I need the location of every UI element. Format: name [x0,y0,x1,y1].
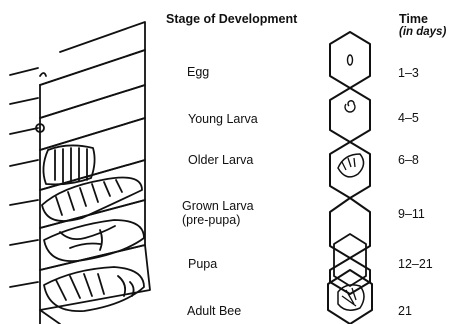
pupa-in-comb [44,220,144,261]
stage-label-pre-pupa: (pre-pupa) [182,214,240,227]
stage-label-adult-bee: Adult Bee [187,305,241,318]
hexagon-cells [328,32,372,324]
time-pupa: 12–21 [398,257,433,271]
hex-cell-grown-larva [330,198,370,258]
stage-label-egg: Egg [187,66,209,79]
hex-cell-egg [330,32,370,88]
stage-label-grown-larva: Grown Larva [182,200,254,213]
time-adult-bee: 21 [398,304,412,318]
time-egg: 1–3 [398,66,419,80]
comb-cross-section [10,22,150,324]
hex-cell-older-larva [330,142,370,198]
time-grown-larva: 9–11 [398,207,425,221]
time-older-larva: 6–8 [398,153,419,167]
stage-label-pupa: Pupa [188,258,217,271]
adult-bee-in-comb [44,267,144,311]
stage-label-young-larva: Young Larva [188,113,258,126]
hex-cell-young-larva [330,88,370,142]
stage-label-older-larva: Older Larva [188,154,253,167]
time-unit-label: (in days) [399,26,446,38]
time-young-larva: 4–5 [398,111,419,125]
stage-column-header: Stage of Development [166,12,297,26]
time-column-header: Time [399,12,428,26]
egg-in-comb [40,73,46,76]
hex-cell-pupa [330,258,370,294]
